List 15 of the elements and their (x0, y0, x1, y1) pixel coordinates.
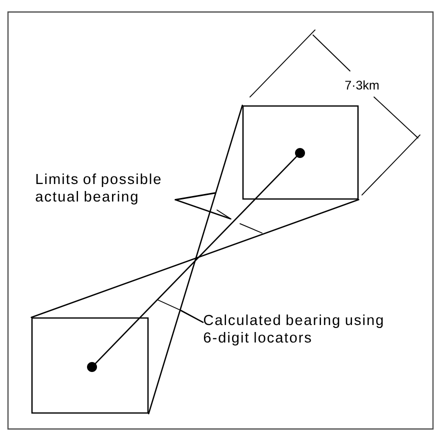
location-dot (87, 362, 97, 372)
bearing-line (94, 156, 298, 364)
location-dot (295, 148, 305, 158)
dimension-label: 7·3km (345, 80, 379, 90)
callout-text: Calculated bearing using 6-digit locators (204, 314, 383, 346)
limit-line (148, 104, 243, 414)
bearing-line (180, 310, 204, 323)
limit-line (30, 199, 360, 318)
angle-mark (216, 210, 232, 220)
square-box (242, 105, 359, 200)
bearing-line (174, 199, 231, 220)
leader-line (174, 192, 216, 200)
callout-text: Limits of possible actual bearing (36, 174, 161, 204)
angle-mark (158, 300, 180, 310)
square-box (31, 317, 149, 414)
